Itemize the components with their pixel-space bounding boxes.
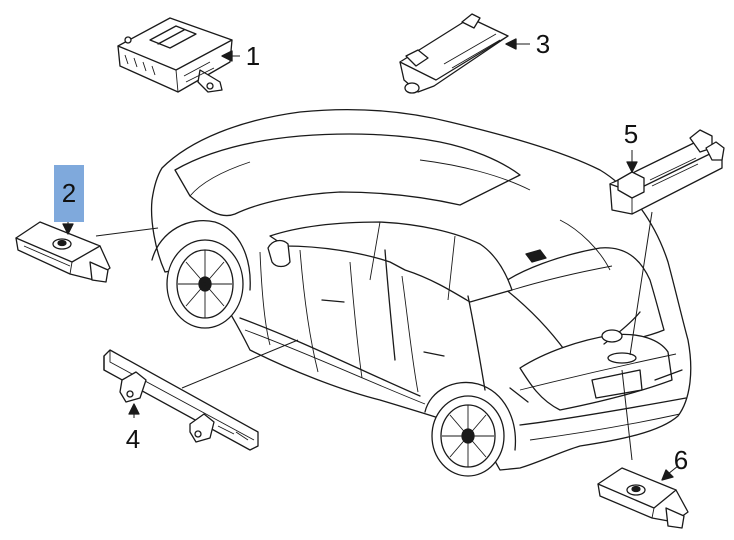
sill-antenna-bar-part — [103, 339, 299, 451]
callout-6: 6 — [673, 445, 689, 475]
antenna-module-top-part — [399, 13, 530, 94]
car-illustration — [150, 108, 692, 477]
callout-2: 2 — [54, 165, 84, 222]
callout-1: 1 — [245, 41, 261, 71]
control-unit-part — [117, 17, 240, 93]
callout-3: 3 — [535, 29, 551, 59]
callout-4: 4 — [125, 424, 141, 454]
rear-bumper-sensor-part — [597, 369, 689, 529]
callout-5: 5 — [623, 119, 639, 149]
rear-left-sensor-part — [15, 206, 159, 283]
tailgate-antenna-bar-part — [609, 129, 725, 356]
